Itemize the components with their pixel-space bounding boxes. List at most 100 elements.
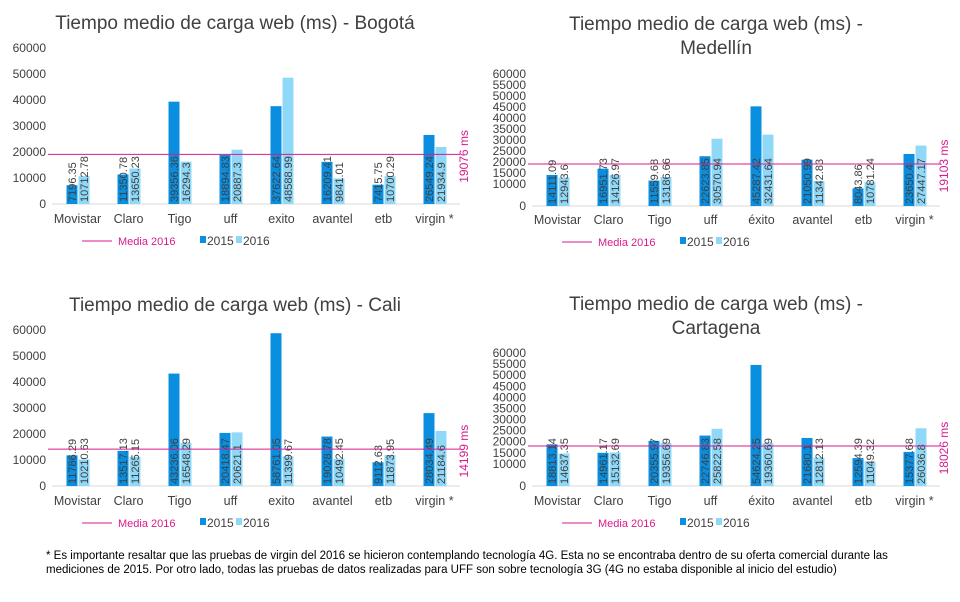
data-label-2016: 21934.9 [436, 162, 448, 202]
y-tick-label: 20000 [493, 435, 527, 449]
bar-2015 [699, 435, 711, 486]
x-tick-label: uff [224, 212, 238, 226]
y-tick-label: 25000 [493, 424, 527, 438]
y-tick-label: 0 [39, 479, 46, 493]
x-tick-label: etb [375, 212, 392, 226]
chart-title: Tiempo medio de carga web (ms) - Bogotá [55, 13, 415, 34]
bar-2015 [117, 450, 129, 486]
bar-2015 [903, 451, 915, 486]
data-label-2015: 19028.78 [322, 438, 334, 484]
chart-cali: Tiempo medio de carga web (ms) - Cali 0 10… [0, 288, 480, 546]
x-tick-label: exito [268, 494, 294, 508]
legend-2015-label: 2015 [687, 516, 714, 530]
bar-2015 [750, 106, 762, 206]
y-tick-label: 30000 [493, 413, 527, 427]
data-label-2016: 27447.17 [916, 158, 928, 204]
bar-2016 [660, 443, 672, 486]
chart-title: Tiempo medio de carga web (ms) -Cartagen… [569, 294, 863, 339]
data-label-2016: 21184.6 [436, 445, 448, 484]
bar-2015 [597, 168, 609, 206]
legend-2016-label: 2016 [723, 235, 750, 249]
data-label-2015: 54624.25 [751, 438, 763, 484]
x-tick-label: uff [704, 494, 718, 508]
data-label-2016: 26036.8 [916, 444, 928, 484]
y-tick-label: 50000 [493, 89, 527, 103]
bar-2016 [333, 178, 345, 204]
data-label-2015: 20418.47 [220, 438, 232, 484]
y-tick-label: 50000 [493, 368, 527, 382]
bar-2016 [762, 134, 774, 206]
x-tick-label: éxito [748, 213, 774, 227]
x-tick-label: Claro [594, 494, 624, 508]
legend-2016-label: 2016 [243, 234, 270, 248]
data-label-2015: 21050.99 [802, 158, 814, 204]
legend-2016-swatch [236, 518, 242, 525]
x-tick-label: avantel [312, 212, 352, 226]
legend-2016-label: 2016 [723, 516, 750, 530]
x-tick-label: Tigo [168, 212, 192, 226]
y-tick-label: 20000 [13, 427, 47, 441]
y-tick-label: 40000 [493, 390, 527, 404]
bar-2015 [168, 373, 180, 486]
data-label-2015: 23650.4 [904, 164, 916, 204]
chart-title-line: Tiempo medio de carga web (ms) - [569, 294, 863, 315]
data-label-2016: 12943.6 [559, 164, 571, 204]
data-label-2015: 26549.24 [424, 156, 436, 202]
data-label-2015: 45287.42 [751, 158, 763, 204]
data-label-2015: 15377.68 [904, 438, 916, 484]
bar-2016 [78, 176, 90, 204]
bar-2015 [546, 444, 558, 486]
data-label-2016: 11265.15 [130, 439, 142, 484]
bar-2016 [282, 77, 294, 204]
data-label-2015: 58761.05 [271, 438, 283, 484]
data-label-2016: 10700.29 [385, 156, 397, 202]
bar-2015 [66, 455, 78, 486]
x-tick-label: Movistar [54, 212, 101, 226]
bar-2015 [270, 106, 282, 204]
legend-2016-swatch [716, 518, 722, 525]
x-tick-label: virgin * [415, 494, 453, 508]
y-tick-label: 10000 [13, 171, 47, 185]
data-label-2015: 14961.17 [598, 438, 610, 484]
bar-2016 [609, 174, 621, 206]
data-label-2016: 14126.97 [610, 158, 622, 204]
bar-2015 [648, 180, 660, 206]
bar-2015 [750, 364, 762, 486]
y-tick-label: 55000 [493, 357, 527, 371]
bar-2016 [762, 443, 774, 486]
chart-title: Tiempo medio de carga web (ms) - Cali [69, 295, 401, 316]
data-label-2016: 19360.69 [763, 438, 775, 484]
y-tick-label: 45000 [493, 379, 527, 393]
data-label-2016: 11399.67 [283, 439, 295, 484]
y-tick-label: 40000 [13, 375, 47, 389]
x-tick-label: uff [224, 494, 238, 508]
x-tick-label: exito [268, 212, 294, 226]
data-label-2016: 9841.01 [334, 162, 346, 202]
bar-2016 [660, 176, 672, 206]
data-label-2016: 25822.58 [712, 438, 724, 484]
bar-2016 [180, 161, 192, 204]
y-tick-label: 10000 [13, 453, 47, 467]
data-label-2016: 11873.95 [385, 439, 397, 484]
bar-2016 [384, 455, 396, 486]
bar-2015 [852, 188, 864, 206]
bar-2015 [903, 153, 915, 206]
legend-media-label: Media 2016 [598, 237, 656, 249]
chart-svg: Tiempo medio de carga web (ms) - Bogotá0… [13, 13, 471, 248]
x-tick-label: uff [704, 213, 718, 227]
data-label-2016: 30570.94 [712, 158, 724, 204]
bar-2016 [231, 149, 243, 204]
data-label-2015: 8043.86 [853, 164, 865, 204]
legend-media-label: Media 2016 [118, 518, 176, 530]
data-label-2015: 16951.73 [598, 158, 610, 204]
y-tick-label: 30000 [13, 119, 47, 133]
footnote: * Es importante resaltar que las pruebas… [46, 550, 888, 576]
data-label-2015: 22746.83 [700, 438, 712, 484]
x-tick-label: virgin * [895, 213, 933, 227]
bar-2016 [231, 432, 243, 486]
y-tick-label: 40000 [13, 93, 47, 107]
data-label-2015: 11786.29 [67, 439, 79, 484]
data-label-2016: 11342.83 [814, 159, 826, 204]
data-label-2015: 13517.13 [118, 438, 130, 484]
x-tick-label: Claro [594, 213, 624, 227]
